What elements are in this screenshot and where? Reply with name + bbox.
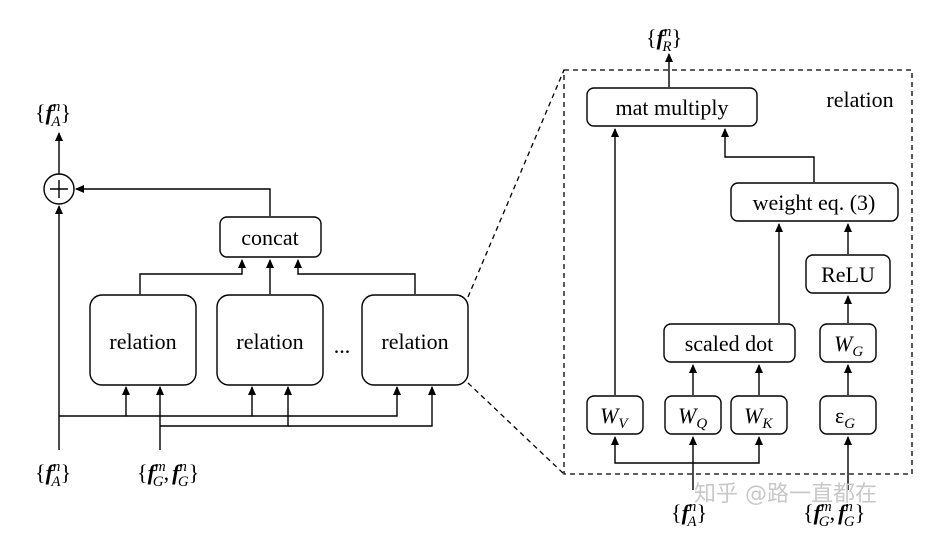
relation-box-3 [361, 294, 469, 386]
eg-label: εG [835, 403, 855, 432]
wv-box [586, 395, 644, 435]
wq-label: WQ [678, 403, 707, 432]
relation-detail-frame [563, 69, 913, 475]
relation-label-3: relation [381, 329, 448, 354]
wq-box [664, 395, 722, 435]
relation-detail-title: relation [826, 87, 893, 112]
mat-multiply-label: mat multiply [615, 95, 728, 120]
relation-box-2 [216, 294, 324, 386]
relation-label-2: relation [236, 329, 303, 354]
concat-label: concat [241, 225, 298, 250]
zoom-line-top [467, 69, 565, 298]
ellipsis: ... [334, 333, 351, 358]
weight-label: weight eq. (3) [753, 190, 876, 215]
scaled-dot-box [663, 323, 796, 363]
zoom-line-bottom [467, 382, 565, 475]
wk-box [730, 395, 788, 435]
relu-label: ReLU [821, 262, 875, 287]
scaled-dot-label: scaled dot [685, 331, 774, 356]
concat-box [219, 216, 322, 258]
wk-label: WK [744, 403, 773, 432]
wg-label: WG [834, 331, 863, 360]
relation-label-1: relation [109, 329, 176, 354]
eg-box [819, 395, 877, 435]
wv-label: WV [600, 403, 629, 432]
relu-box [805, 254, 891, 294]
relation-box-1 [89, 294, 197, 386]
weight-box [730, 182, 899, 222]
watermark: 知乎 @路一直都在 [694, 482, 877, 507]
mat-multiply-box [586, 87, 758, 127]
wg-box [819, 323, 877, 363]
